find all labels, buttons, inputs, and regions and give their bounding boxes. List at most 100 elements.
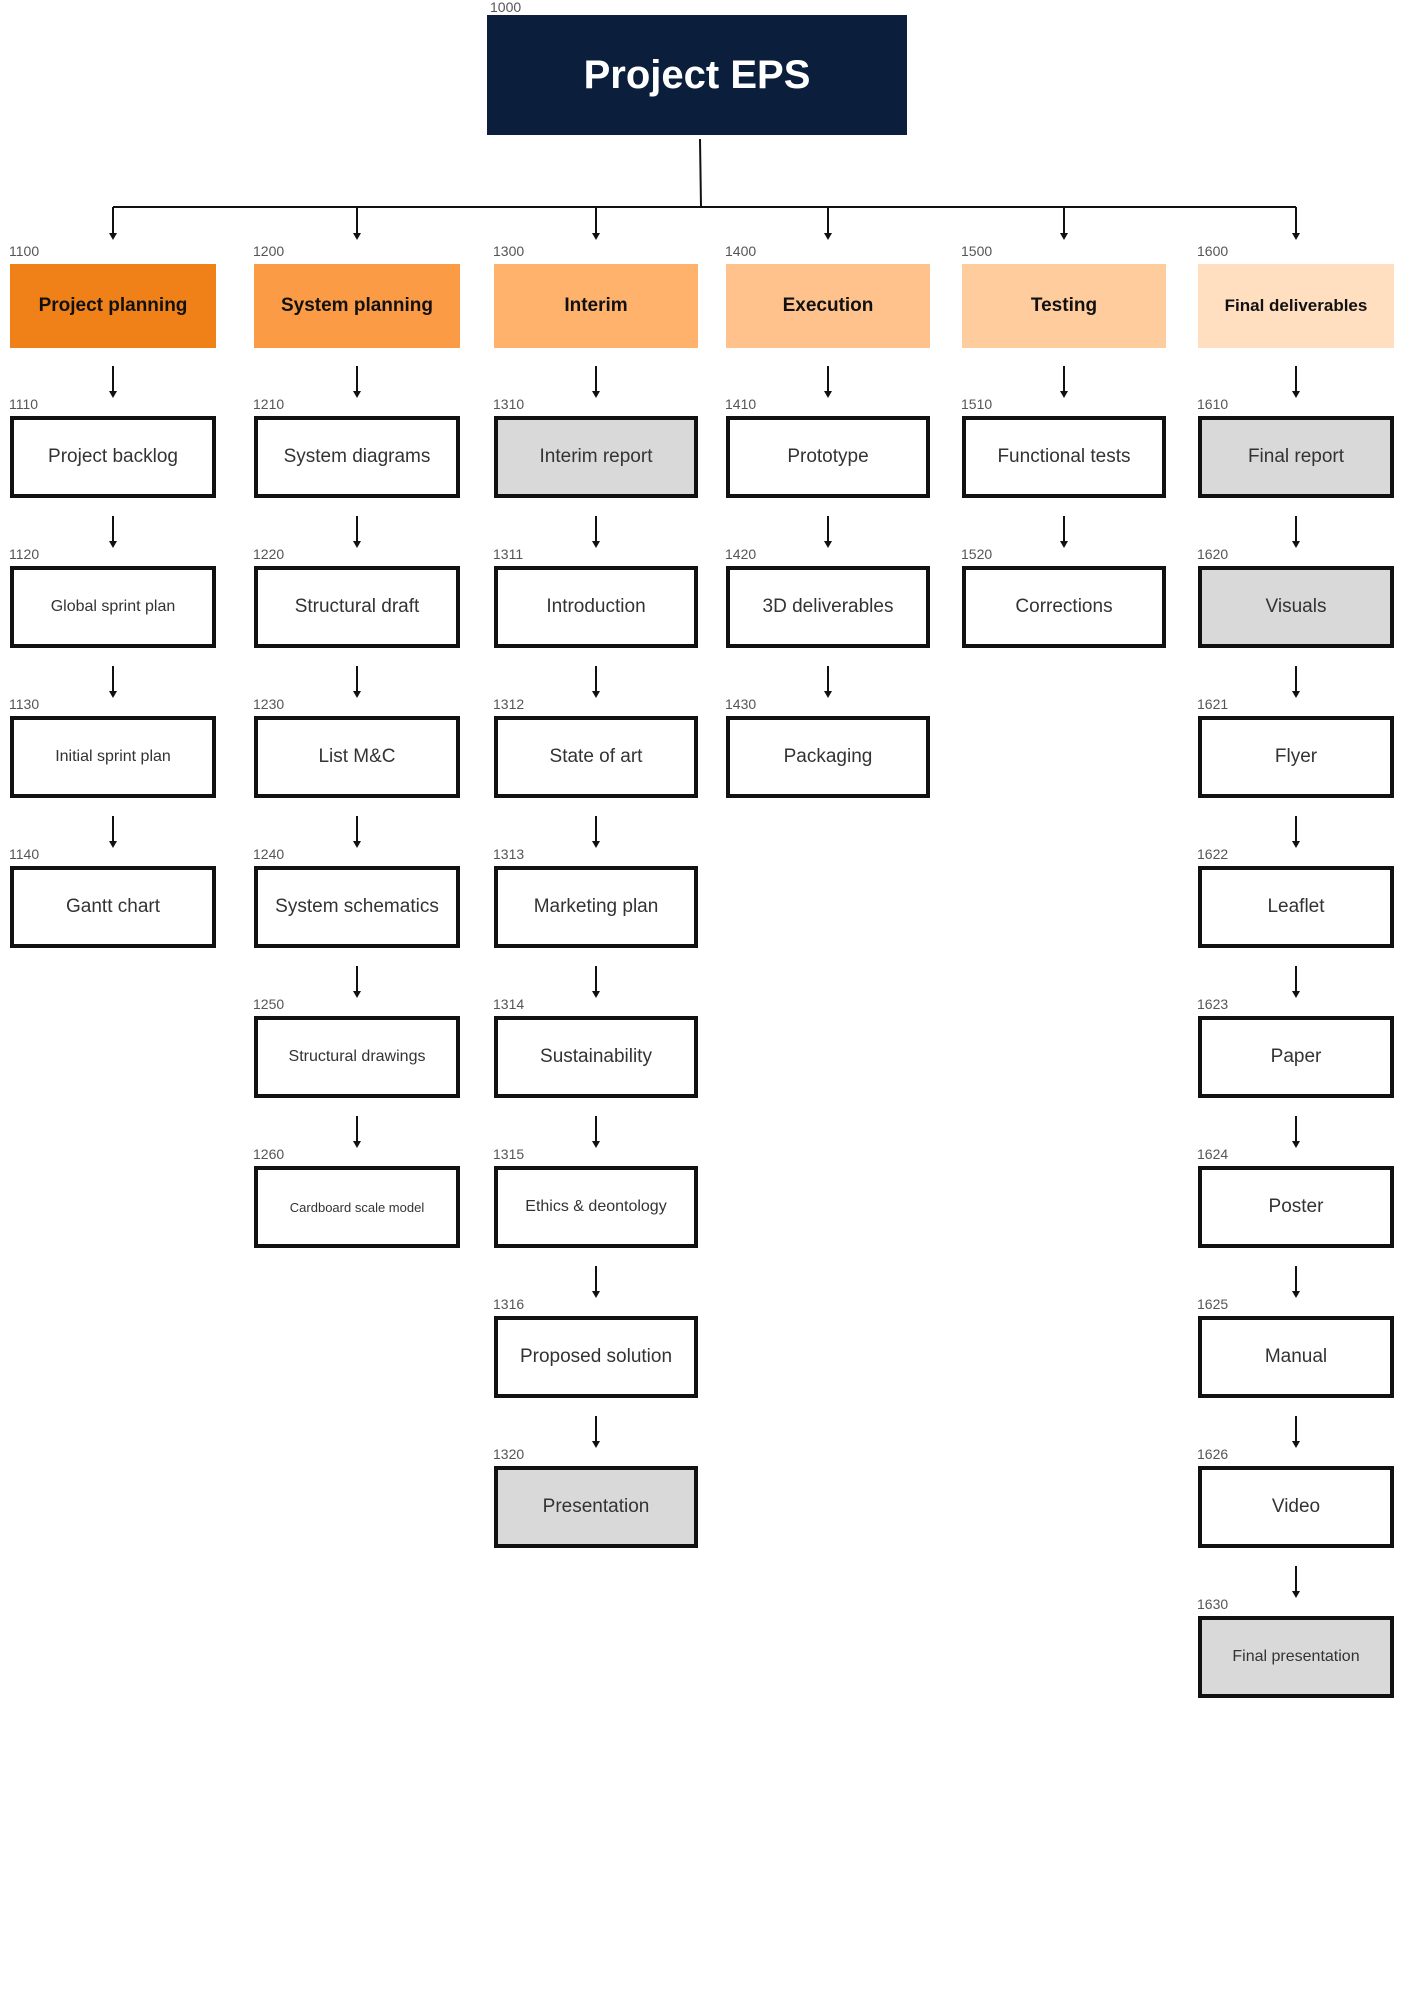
flow-arrow-1220-head — [353, 541, 361, 548]
flow-arrow-1625-head — [1292, 1291, 1300, 1298]
flow-arrow-1210-head — [353, 391, 361, 398]
wbs-node-1630: Final presentation — [1198, 1616, 1394, 1698]
wbs-code: 1310 — [493, 396, 525, 412]
wbs-node-1316: Proposed solution — [494, 1316, 698, 1398]
flow-arrow-1622-head — [1292, 841, 1300, 848]
category-header-1600: Final deliverables — [1198, 264, 1394, 348]
wbs-code: 1410 — [725, 396, 757, 412]
flow-arrow-1240-head — [353, 841, 361, 848]
wbs-code: 1100 — [9, 243, 40, 259]
root-node-title: Project EPS — [487, 15, 907, 135]
wbs-code: 1630 — [1197, 1596, 1229, 1612]
flow-arrow-1620-head — [1292, 541, 1300, 548]
wbs-node-1140: Gantt chart — [10, 866, 216, 948]
flow-arrow-1260-head — [353, 1141, 361, 1148]
wbs-node-1510: Functional tests — [962, 416, 1166, 498]
wbs-code: 1430 — [725, 696, 757, 712]
wbs-code: 1620 — [1197, 546, 1229, 562]
wbs-code: 1420 — [725, 546, 757, 562]
wbs-node-1410: Prototype — [726, 416, 930, 498]
flow-arrow-1314-head — [592, 991, 600, 998]
flow-arrow-1410-head — [824, 391, 832, 398]
flow-arrow-1140-head — [109, 841, 117, 848]
wbs-node-1120: Global sprint plan — [10, 566, 216, 648]
wbs-code: 1624 — [1197, 1146, 1229, 1162]
flow-arrow-1313-head — [592, 841, 600, 848]
wbs-node-1320: Presentation — [494, 1466, 698, 1548]
wbs-node-1310: Interim report — [494, 416, 698, 498]
wbs-node-1110: Project backlog — [10, 416, 216, 498]
wbs-node-1620: Visuals — [1198, 566, 1394, 648]
wbs-node-1220: Structural draft — [254, 566, 460, 648]
wbs-node-1622: Leaflet — [1198, 866, 1394, 948]
wbs-code: 1230 — [253, 696, 285, 712]
wbs-code: 1520 — [961, 546, 993, 562]
branch-arrow-1600-head — [1292, 233, 1300, 240]
wbs-code: 1626 — [1197, 1446, 1229, 1462]
category-header-1100: Project planning — [10, 264, 216, 348]
wbs-node-1624: Poster — [1198, 1166, 1394, 1248]
flow-arrow-1316-head — [592, 1291, 600, 1298]
wbs-code: 1250 — [253, 996, 285, 1012]
wbs-node-1314: Sustainability — [494, 1016, 698, 1098]
wbs-code: 1500 — [961, 243, 993, 259]
wbs-code: 1320 — [493, 1446, 525, 1462]
wbs-code: 1625 — [1197, 1296, 1229, 1312]
flow-arrow-1312-head — [592, 691, 600, 698]
wbs-node-1250: Structural drawings — [254, 1016, 460, 1098]
flow-arrow-1420-head — [824, 541, 832, 548]
wbs-code: 1315 — [493, 1146, 525, 1162]
branch-arrow-1400-head — [824, 233, 832, 240]
wbs-code: 1140 — [9, 846, 40, 862]
wbs-code: 1621 — [1197, 696, 1229, 712]
flow-arrow-1510-head — [1060, 391, 1068, 398]
category-header-1500: Testing — [962, 264, 1166, 348]
category-header-1400: Execution — [726, 264, 930, 348]
branch-arrow-1200-head — [353, 233, 361, 240]
wbs-code: 1220 — [253, 546, 285, 562]
flow-arrow-1315-head — [592, 1141, 600, 1148]
wbs-code: 1623 — [1197, 996, 1229, 1012]
wbs-code: 1314 — [493, 996, 525, 1012]
wbs-code: 1000 — [490, 0, 522, 15]
wbs-code: 1120 — [9, 546, 40, 562]
wbs-code: 1311 — [493, 546, 524, 562]
wbs-code: 1260 — [253, 1146, 285, 1162]
wbs-node-1610: Final report — [1198, 416, 1394, 498]
wbs-node-1130: Initial sprint plan — [10, 716, 216, 798]
wbs-code: 1300 — [493, 243, 525, 259]
wbs-code: 1610 — [1197, 396, 1229, 412]
flow-arrow-1430-head — [824, 691, 832, 698]
flow-arrow-1624-head — [1292, 1141, 1300, 1148]
wbs-node-1623: Paper — [1198, 1016, 1394, 1098]
wbs-node-1210: System diagrams — [254, 416, 460, 498]
wbs-node-1312: State of art — [494, 716, 698, 798]
wbs-node-1313: Marketing plan — [494, 866, 698, 948]
wbs-code: 1622 — [1197, 846, 1229, 862]
wbs-node-1260: Cardboard scale model — [254, 1166, 460, 1248]
flow-arrow-1630-head — [1292, 1591, 1300, 1598]
wbs-node-1626: Video — [1198, 1466, 1394, 1548]
wbs-code: 1200 — [253, 243, 285, 259]
flow-arrow-1520-head — [1060, 541, 1068, 548]
wbs-node-1621: Flyer — [1198, 716, 1394, 798]
flow-arrow-1623-head — [1292, 991, 1300, 998]
branch-arrow-1500-head — [1060, 233, 1068, 240]
wbs-code: 1316 — [493, 1296, 525, 1312]
wbs-node-1625: Manual — [1198, 1316, 1394, 1398]
flow-arrow-1250-head — [353, 991, 361, 998]
wbs-code: 1210 — [253, 396, 285, 412]
flow-arrow-1120-head — [109, 541, 117, 548]
branch-arrow-1300-head — [592, 233, 600, 240]
branch-arrow-1100-head — [109, 233, 117, 240]
wbs-code: 1312 — [493, 696, 525, 712]
wbs-node-1311: Introduction — [494, 566, 698, 648]
wbs-node-1430: Packaging — [726, 716, 930, 798]
wbs-code: 1130 — [9, 696, 40, 712]
wbs-code: 1600 — [1197, 243, 1229, 259]
flow-arrow-1626-head — [1292, 1441, 1300, 1448]
flow-arrow-1311-head — [592, 541, 600, 548]
flow-arrow-1110-head — [109, 391, 117, 398]
wbs-node-1230: List M&C — [254, 716, 460, 798]
